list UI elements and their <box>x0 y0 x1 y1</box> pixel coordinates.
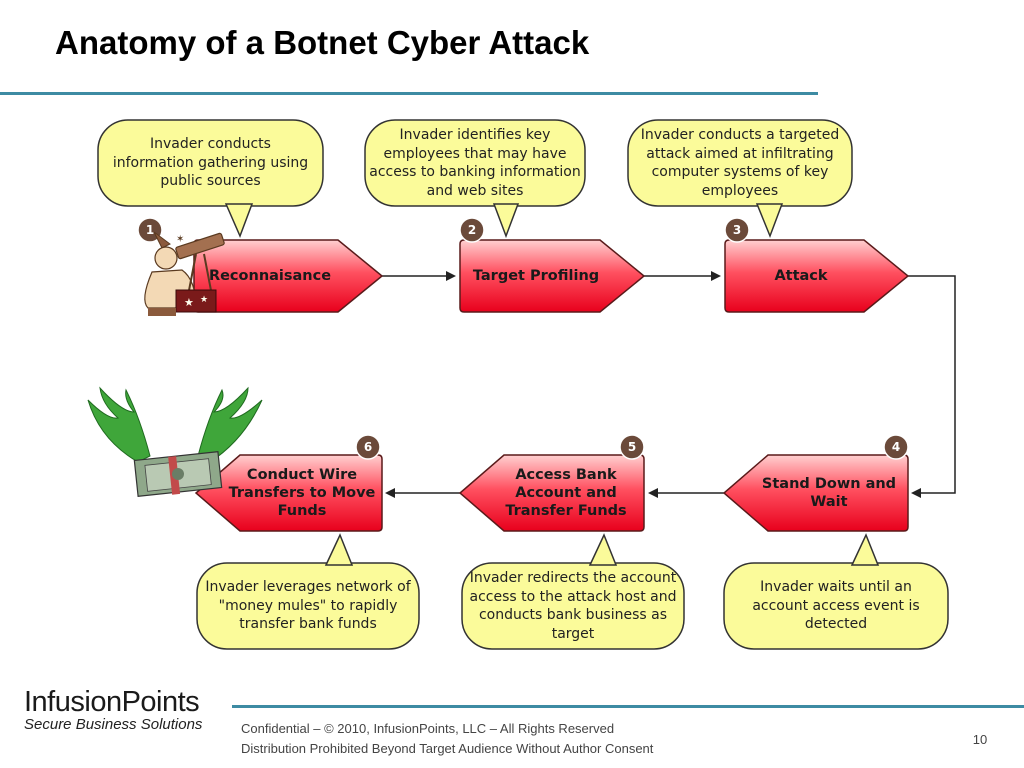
callout-6-text: Invader leverages network of "money mule… <box>205 579 411 633</box>
step-5-badge <box>619 434 645 460</box>
callout-2-bubble <box>364 119 586 239</box>
svg-text:★: ★ <box>184 296 194 309</box>
company-logo: InfusionPoints <box>24 686 200 718</box>
step-5-shape <box>458 454 645 532</box>
callout-2-text: Invader identifies key employees that ma… <box>369 127 581 199</box>
step-2-number: 2 <box>467 223 477 237</box>
step-6-number: 6 <box>363 440 373 454</box>
callout-1-bubble <box>97 119 324 238</box>
step-4-shape <box>722 454 909 532</box>
callout-5-text: Invader redirects the account access to … <box>469 570 677 642</box>
winged-money-icon <box>87 386 263 497</box>
step-1-number: 1 <box>145 223 155 237</box>
step-3-badge <box>724 217 750 243</box>
svg-text:★: ★ <box>200 295 208 305</box>
step-6-shape <box>194 454 383 532</box>
callout-3-bubble <box>627 119 853 239</box>
callout-4-bubble <box>723 533 949 650</box>
step-3-number: 3 <box>732 223 742 237</box>
step-3-label: Attack <box>774 268 828 284</box>
svg-text:✶: ✶ <box>176 234 184 245</box>
company-tagline: Secure Business Solutions <box>24 716 203 733</box>
step-2-badge <box>459 217 485 243</box>
page-number: 10 <box>972 732 988 747</box>
arrow-3-to-4 <box>908 275 956 498</box>
slide-title: Anatomy of a Botnet Cyber Attack <box>55 24 590 61</box>
callout-1-text: Invader conducts information gathering u… <box>112 136 309 190</box>
step-4-number: 4 <box>891 440 901 454</box>
step-5-number: 5 <box>627 440 637 454</box>
callout-6-bubble <box>196 533 420 650</box>
step-5-label: Access Bank Account and Transfer Funds <box>505 467 627 519</box>
footer-confidential: Confidential – © 2010, InfusionPoints, L… <box>241 721 615 736</box>
callout-5-bubble <box>461 533 685 650</box>
step-6-badge <box>355 434 381 460</box>
footer-distribution: Distribution Prohibited Beyond Target Au… <box>241 741 654 756</box>
step-6-label: Conduct Wire Transfers to Move Funds <box>228 467 376 519</box>
step-4-badge <box>883 434 909 460</box>
step-4-label: Stand Down and Wait <box>761 476 897 510</box>
footer-rule <box>232 705 1024 708</box>
step-1-label: Reconnaisance <box>208 268 332 284</box>
step-2-shape <box>459 239 646 313</box>
title-rule <box>0 92 818 95</box>
callout-4-text: Invader waits until an account access ev… <box>752 579 920 633</box>
astronomer-telescope-icon: ★ ★ ✶ <box>144 231 225 316</box>
callout-3-text: Invader conducts a targeted attack aimed… <box>640 127 840 199</box>
step-2-label: Target Profiling <box>472 268 600 284</box>
step-3-shape <box>724 239 910 313</box>
